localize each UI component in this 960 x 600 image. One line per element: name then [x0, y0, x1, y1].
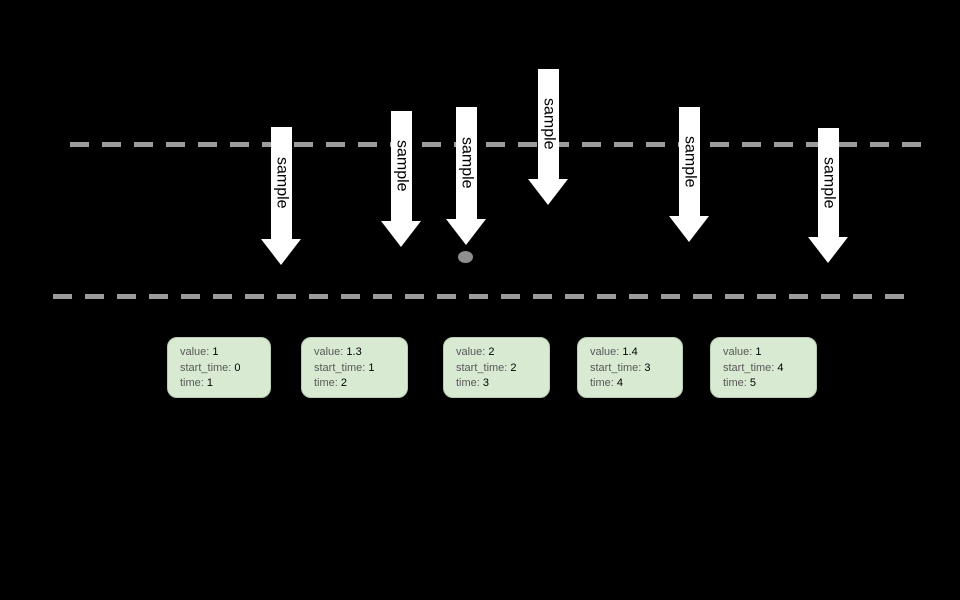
upper-dashed-line [70, 142, 927, 147]
sample-value-box-4: value: 1.4 start_time: 3 time: 4 [577, 337, 683, 398]
sample-value-box-1: value: 1 start_time: 0 time: 1 [167, 337, 271, 398]
start-time-number: 1 [368, 361, 375, 374]
sample-arrow-6: sample [808, 128, 849, 263]
value-number: 1 [755, 346, 762, 358]
arrow-shaft: sample [679, 107, 700, 216]
time-number: 1 [206, 377, 214, 389]
start-time-label: start_time: [590, 361, 642, 374]
sample-arrow-label: sample [681, 135, 699, 188]
value-label: value: [723, 346, 753, 358]
value-label: value: [456, 346, 486, 358]
start-time-line: start_time: 3 [590, 361, 670, 377]
time-label: time: [590, 377, 614, 389]
sample-value-box-5: value: 1 start_time: 4 time: 5 [710, 337, 817, 398]
value-line: value: 2 [456, 345, 537, 361]
lower-dashed-line [53, 294, 910, 299]
start-time-number: 3 [644, 361, 651, 374]
value-number: 1.4 [622, 346, 638, 358]
time-line: time: 2 [314, 376, 395, 392]
start-time-line: start_time: 1 [314, 361, 395, 377]
value-line: value: 1.3 [314, 345, 395, 361]
value-number: 1.3 [346, 346, 362, 358]
arrow-head-icon [528, 179, 568, 205]
time-label: time: [314, 377, 338, 389]
arrow-shaft: sample [391, 111, 412, 221]
value-label: value: [590, 346, 620, 358]
time-line: time: 1 [180, 376, 258, 392]
arrow-head-icon [808, 237, 848, 263]
arrow-shaft: sample [456, 107, 477, 219]
start-time-line: start_time: 0 [180, 361, 258, 377]
sample-arrow-3: sample [446, 107, 487, 245]
sample-value-box-2: value: 1.3 start_time: 1 time: 2 [301, 337, 408, 398]
time-label: time: [456, 377, 480, 389]
value-line: value: 1 [180, 345, 258, 361]
time-number: 4 [616, 377, 624, 389]
arrow-shaft: sample [271, 127, 292, 239]
value-line: value: 1 [723, 345, 804, 361]
arrow-head-icon [261, 239, 301, 265]
time-label: time: [723, 377, 747, 389]
value-label: value: [180, 346, 210, 358]
sample-arrow-2: sample [381, 111, 422, 247]
start-time-number: 4 [777, 361, 784, 374]
start-time-label: start_time: [723, 361, 775, 374]
arrow-head-icon [669, 216, 709, 242]
time-number: 2 [340, 377, 348, 389]
start-time-number: 2 [510, 361, 517, 374]
start-time-label: start_time: [180, 361, 232, 374]
time-line: time: 4 [590, 376, 670, 392]
sample-arrow-label: sample [458, 137, 476, 189]
arrow-head-icon [381, 221, 421, 247]
sample-value-box-3: value: 2 start_time: 2 time: 3 [443, 337, 550, 398]
start-time-line: start_time: 4 [723, 361, 804, 377]
sample-arrow-label: sample [393, 140, 411, 192]
sample-arrow-label: sample [273, 157, 291, 209]
arrow-head-icon [446, 219, 486, 245]
value-label: value: [314, 346, 344, 358]
sample-arrow-5: sample [669, 107, 710, 242]
sample-arrow-label: sample [540, 98, 558, 150]
start-time-line: start_time: 2 [456, 361, 537, 377]
time-label: time: [180, 377, 204, 389]
sample-point-dot [458, 251, 473, 263]
sample-arrow-label: sample [820, 156, 838, 209]
time-line: time: 3 [456, 376, 537, 392]
value-line: value: 1.4 [590, 345, 670, 361]
start-time-number: 0 [234, 361, 241, 374]
value-number: 2 [488, 346, 495, 358]
time-number: 5 [749, 377, 757, 389]
value-number: 1 [212, 346, 219, 358]
sample-arrow-1: sample [261, 127, 302, 265]
sample-arrow-4: sample [528, 69, 569, 205]
arrow-shaft: sample [538, 69, 559, 179]
start-time-label: start_time: [314, 361, 366, 374]
time-line: time: 5 [723, 376, 804, 392]
time-number: 3 [482, 377, 490, 389]
start-time-label: start_time: [456, 361, 508, 374]
arrow-shaft: sample [818, 128, 839, 237]
